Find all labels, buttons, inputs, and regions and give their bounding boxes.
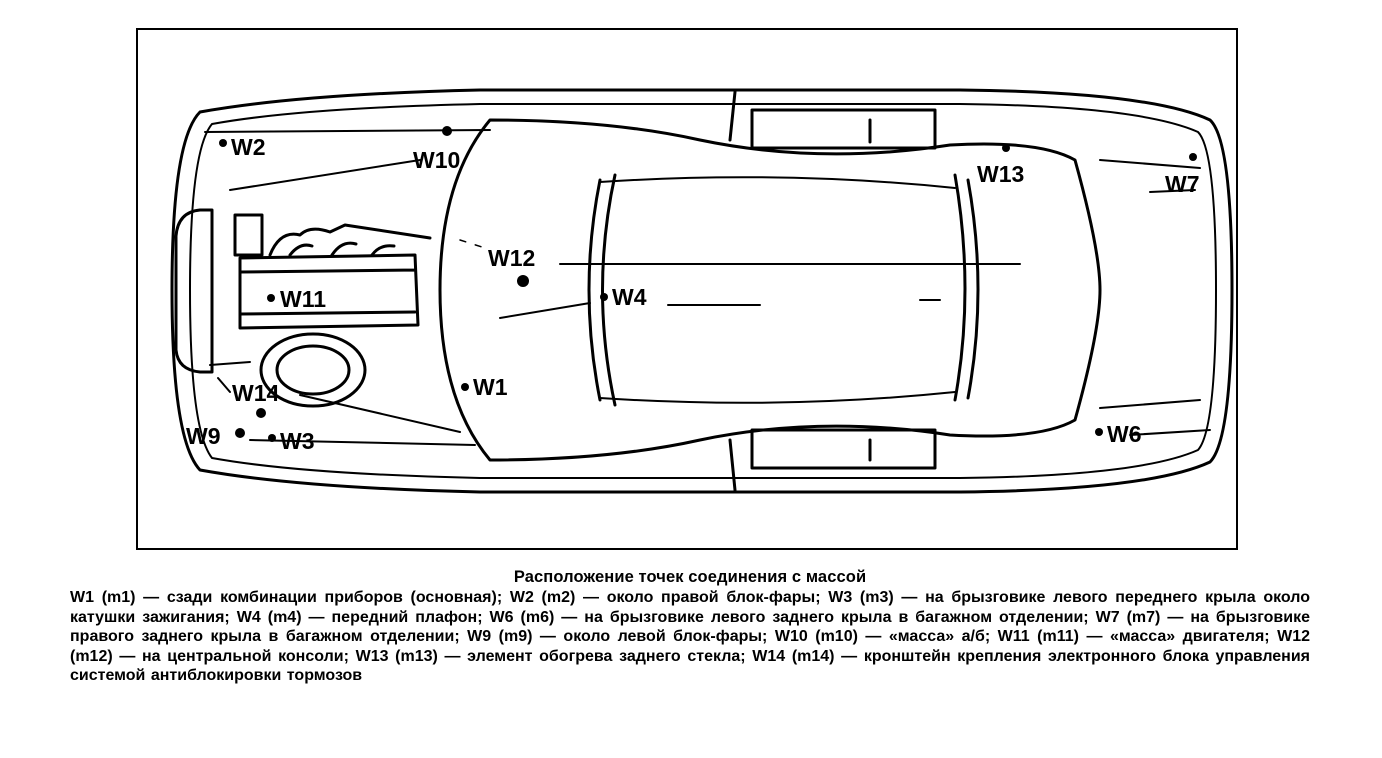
hood-lines <box>204 129 491 446</box>
w4-point <box>600 293 608 301</box>
w6-label: W6 <box>1107 421 1142 447</box>
w14-label: W14 <box>232 380 280 406</box>
w7-label: W7 <box>1165 171 1200 197</box>
w9-label: W9 <box>186 423 221 449</box>
w9-point <box>235 428 245 438</box>
figure-caption: Расположение точек соединения с массой W… <box>70 566 1310 686</box>
ring-inner <box>275 344 351 396</box>
car-body-inner-outline <box>189 103 1217 479</box>
dash-lines <box>459 239 486 249</box>
leader-lines <box>209 263 1211 436</box>
w1-label: W1 <box>473 374 508 400</box>
rear-window-line <box>953 173 980 402</box>
w7-point <box>1189 153 1197 161</box>
engine-block <box>238 253 420 330</box>
windshield-line <box>587 173 617 407</box>
w14-point <box>256 408 266 418</box>
w11-point <box>267 294 275 302</box>
front-bumper <box>174 208 214 374</box>
w12-label: W12 <box>488 245 535 271</box>
w3-point <box>268 434 276 442</box>
rear-deck-lines <box>1099 159 1201 409</box>
w4-label: W4 <box>612 284 647 310</box>
w12-point <box>517 275 529 287</box>
w13-label: W13 <box>977 161 1024 187</box>
door-bottom <box>728 428 937 492</box>
left-side-door-top <box>728 90 937 150</box>
w13-point <box>1002 144 1010 152</box>
w6-point <box>1095 428 1103 436</box>
w10-label: W10 <box>413 147 460 173</box>
ring-component <box>259 332 367 408</box>
caption-title: Расположение точек соединения с массой <box>513 568 867 586</box>
w2-label: W2 <box>231 134 266 160</box>
w11-label: W11 <box>280 286 326 312</box>
roof-lines <box>599 176 956 404</box>
w1-point <box>461 383 469 391</box>
caption-body: W1 (m1) — сзади комбинации приборов (осн… <box>70 589 1310 684</box>
w10-point <box>442 126 452 136</box>
w3-label: W3 <box>280 428 315 454</box>
cabin-outline <box>438 118 1102 462</box>
car-body-outline <box>170 88 1234 494</box>
engine-intake <box>233 213 432 257</box>
figure-frame <box>136 28 1238 550</box>
w2-point <box>219 139 227 147</box>
